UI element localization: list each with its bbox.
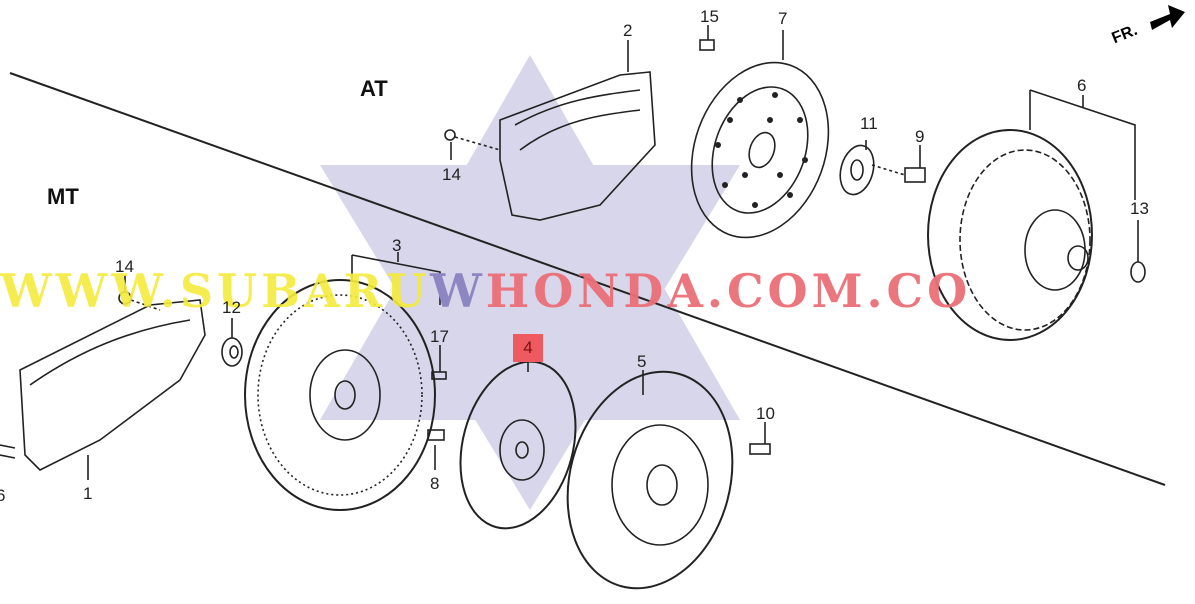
callout-6[interactable]: 6	[1077, 76, 1087, 95]
callout-1[interactable]: 1	[83, 484, 93, 503]
callout-10[interactable]: 10	[756, 404, 775, 423]
callout-3[interactable]: 3	[392, 236, 402, 255]
section-label-at: AT	[360, 76, 388, 101]
callout-9[interactable]: 9	[915, 127, 925, 146]
callout-14-at[interactable]: 14	[442, 165, 461, 184]
watermark-text: WWW.SUBARUWHONDA.COM.CO	[0, 264, 972, 318]
section-label-mt: MT	[47, 184, 79, 209]
callout-17[interactable]: 17	[430, 327, 449, 346]
callout-14-mt[interactable]: 14	[115, 257, 134, 276]
callout-15[interactable]: 15	[700, 7, 719, 26]
callout-13[interactable]: 13	[1130, 199, 1149, 218]
callout-2[interactable]: 2	[623, 21, 633, 40]
callout-12[interactable]: 12	[222, 298, 241, 317]
callout-7[interactable]: 7	[778, 9, 788, 28]
callout-16-partial[interactable]: 6	[0, 486, 6, 505]
callout-8[interactable]: 8	[430, 474, 440, 493]
callout-4-highlighted[interactable]: 4	[513, 334, 543, 362]
callout-5[interactable]: 5	[637, 352, 647, 371]
callout-11[interactable]: 11	[860, 114, 878, 133]
